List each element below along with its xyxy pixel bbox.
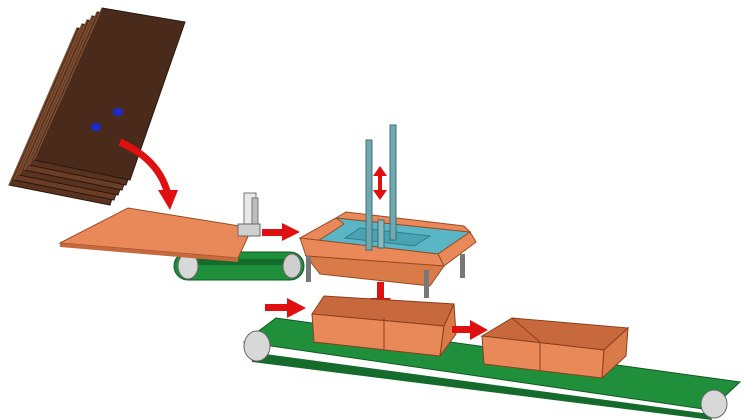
station-leg-right (424, 270, 429, 298)
press-rod-right (390, 125, 396, 240)
suction-cup-icon (113, 108, 123, 116)
pusher (238, 193, 260, 236)
right-arrow-icon (265, 298, 306, 318)
station-leg-back (460, 254, 465, 278)
flat-blank (60, 208, 252, 262)
output-roller-right (701, 390, 727, 418)
feed-roller-right (283, 254, 301, 278)
output-roller-left (244, 331, 270, 361)
forming-station (300, 125, 476, 298)
suction-cup-icon (91, 123, 101, 131)
right-arrow-icon (262, 223, 300, 241)
station-leg-left (306, 256, 311, 282)
double-arrow-icon (373, 166, 387, 200)
press-rod-left (366, 140, 372, 250)
